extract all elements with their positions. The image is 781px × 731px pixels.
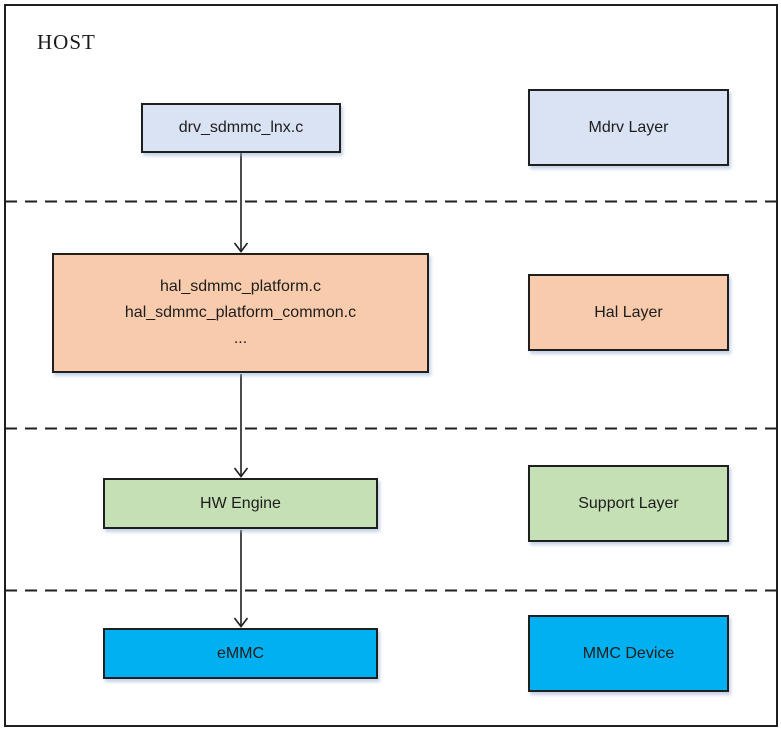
mmc-device-legend: MMC Device — [528, 615, 729, 692]
hw-engine-box: HW Engine — [103, 478, 378, 529]
emmc-label: eMMC — [216, 644, 265, 662]
mmc-device-label: MMC Device — [582, 644, 675, 662]
support-layer-legend: Support Layer — [528, 465, 729, 542]
support-layer-label: Support Layer — [578, 494, 679, 512]
hal-platform-label-line1: hal_sdmmc_platform.c — [160, 278, 321, 295]
hal-layer-legend: Hal Layer — [528, 274, 729, 351]
hal-platform-label-line2: hal_sdmmc_platform_common.c — [124, 304, 357, 321]
hal-layer-label: Hal Layer — [594, 303, 663, 321]
host-boundary — [4, 4, 778, 727]
mdrv-layer-label: Mdrv Layer — [588, 118, 669, 136]
host-label: HOST — [37, 30, 96, 54]
mdrv-layer-legend: Mdrv Layer — [528, 89, 729, 166]
hal-platform-label-line3: ... — [233, 330, 248, 347]
emmc-box: eMMC — [103, 628, 378, 679]
hal-platform-box: hal_sdmmc_platform.c hal_sdmmc_platform_… — [52, 253, 429, 373]
hw-engine-label: HW Engine — [200, 494, 281, 512]
drv-sdmmc-lnx-box: drv_sdmmc_lnx.c — [141, 103, 341, 153]
drv-sdmmc-lnx-label: drv_sdmmc_lnx.c — [178, 119, 304, 136]
